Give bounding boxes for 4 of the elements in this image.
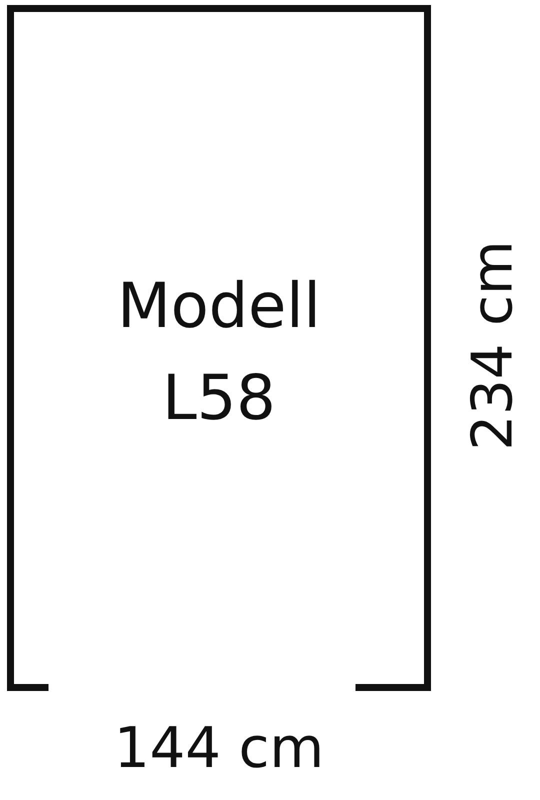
shed-floor-outline bbox=[7, 5, 431, 691]
model-label: Modell L58 bbox=[116, 268, 322, 436]
depth-dimension: 234 cm bbox=[460, 240, 526, 450]
width-dimension: 144 cm bbox=[114, 716, 324, 780]
